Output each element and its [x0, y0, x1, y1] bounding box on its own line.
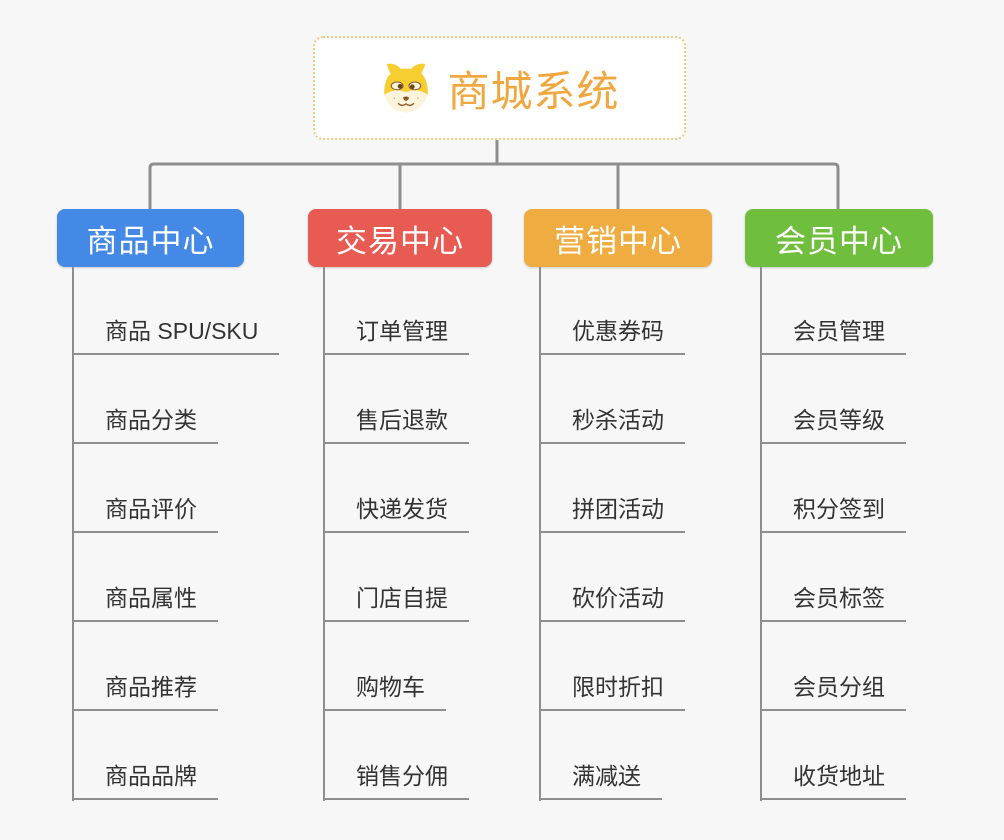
leaf-row: 砍价活动 — [539, 533, 685, 622]
leaf-node[interactable]: 拼团活动 — [539, 490, 685, 533]
leaf-row: 售后退款 — [323, 355, 469, 444]
leaf-node[interactable]: 秒杀活动 — [539, 401, 685, 444]
branch-marketing-center: 营销中心 优惠券码 秒杀活动 拼团活动 砍价活动 限时折扣 满减送 — [524, 209, 712, 801]
branch-trunk-line — [539, 267, 541, 801]
leaf-row: 限时折扣 — [539, 622, 685, 711]
leaf-node[interactable]: 砍价活动 — [539, 579, 685, 622]
branch-member-center: 会员中心 会员管理 会员等级 积分签到 会员标签 会员分组 收货地址 — [745, 209, 933, 801]
leaf-node[interactable]: 商品属性 — [72, 579, 218, 622]
leaf-node[interactable]: 商品分类 — [72, 401, 218, 444]
doge-icon — [384, 63, 429, 113]
leaf-row: 优惠券码 — [539, 266, 685, 355]
leaf-row: 商品分类 — [72, 355, 279, 444]
leaf-row: 商品属性 — [72, 533, 279, 622]
leaf-row: 会员管理 — [760, 266, 906, 355]
branch-leaves: 优惠券码 秒杀活动 拼团活动 砍价活动 限时折扣 满减送 — [539, 266, 685, 800]
leaf-node[interactable]: 销售分佣 — [323, 757, 469, 800]
leaf-node[interactable]: 商品评价 — [72, 490, 218, 533]
leaf-node[interactable]: 优惠券码 — [539, 312, 685, 355]
branch-header-member[interactable]: 会员中心 — [745, 209, 933, 267]
leaf-row: 商品推荐 — [72, 622, 279, 711]
leaf-row: 积分签到 — [760, 444, 906, 533]
leaf-node[interactable]: 满减送 — [539, 757, 662, 800]
branch-product-center: 商品中心 商品 SPU/SKU 商品分类 商品评价 商品属性 商品推荐 商品品牌 — [57, 209, 280, 801]
branch-trade-center: 交易中心 订单管理 售后退款 快递发货 门店自提 购物车 销售分佣 — [308, 209, 492, 801]
leaf-node[interactable]: 会员等级 — [760, 401, 906, 444]
leaf-node[interactable]: 订单管理 — [323, 312, 469, 355]
branch-header-product[interactable]: 商品中心 — [57, 209, 244, 267]
branch-trunk-line — [72, 267, 74, 801]
leaf-node[interactable]: 购物车 — [323, 668, 446, 711]
leaf-row: 销售分佣 — [323, 711, 469, 800]
leaf-node[interactable]: 商品 SPU/SKU — [72, 312, 280, 355]
leaf-row: 秒杀活动 — [539, 355, 685, 444]
branch-leaves: 订单管理 售后退款 快递发货 门店自提 购物车 销售分佣 — [323, 266, 469, 800]
leaf-row: 会员等级 — [760, 355, 906, 444]
branch-leaves: 商品 SPU/SKU 商品分类 商品评价 商品属性 商品推荐 商品品牌 — [72, 266, 280, 800]
leaf-row: 满减送 — [539, 711, 685, 800]
leaf-node[interactable]: 快递发货 — [323, 490, 469, 533]
leaf-row: 会员标签 — [760, 533, 906, 622]
root-node-mall-system[interactable]: 商城系统 — [313, 36, 686, 140]
leaf-node[interactable]: 售后退款 — [323, 401, 469, 444]
leaf-row: 订单管理 — [323, 266, 469, 355]
branch-trunk-line — [760, 267, 762, 801]
leaf-node[interactable]: 积分签到 — [760, 490, 906, 533]
root-title: 商城系统 — [447, 67, 620, 115]
branch-leaves: 会员管理 会员等级 积分签到 会员标签 会员分组 收货地址 — [760, 266, 906, 800]
leaf-row: 收货地址 — [760, 711, 906, 800]
leaf-node[interactable]: 会员标签 — [760, 579, 906, 622]
leaf-node[interactable]: 会员分组 — [760, 668, 906, 711]
leaf-node[interactable]: 收货地址 — [760, 757, 906, 800]
leaf-row: 快递发货 — [323, 444, 469, 533]
leaf-node[interactable]: 门店自提 — [323, 579, 469, 622]
branch-trunk-line — [323, 267, 325, 801]
leaf-row: 商品品牌 — [72, 711, 279, 800]
leaf-row: 购物车 — [323, 622, 469, 711]
leaf-node[interactable]: 商品品牌 — [72, 757, 218, 800]
leaf-row: 会员分组 — [760, 622, 906, 711]
leaf-row: 门店自提 — [323, 533, 469, 622]
leaf-row: 商品 SPU/SKU — [72, 266, 280, 355]
leaf-node[interactable]: 会员管理 — [760, 312, 906, 355]
branch-header-marketing[interactable]: 营销中心 — [524, 209, 712, 267]
leaf-row: 商品评价 — [72, 444, 279, 533]
leaf-node[interactable]: 限时折扣 — [539, 668, 685, 711]
branch-header-trade[interactable]: 交易中心 — [308, 209, 492, 267]
leaf-node[interactable]: 商品推荐 — [72, 668, 218, 711]
leaf-row: 拼团活动 — [539, 444, 685, 533]
bus-connector — [148, 162, 840, 209]
